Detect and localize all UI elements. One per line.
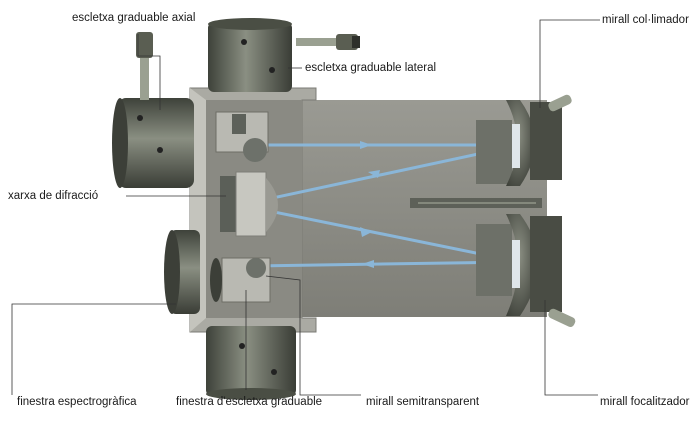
collimator-base	[476, 120, 512, 184]
axial-knob	[136, 32, 153, 58]
label-focusing-mirror: mirall focalitzador	[600, 396, 690, 408]
entrance-mirror-holder	[232, 114, 246, 134]
screw-hole-icon	[241, 39, 247, 45]
grating-holder	[220, 176, 240, 232]
lateral-knob-stem	[296, 38, 336, 46]
exit-optics	[210, 257, 271, 303]
exit-knob	[246, 258, 266, 278]
exit-slit-cylinder	[206, 326, 296, 400]
leader-lines	[11, 19, 600, 396]
beam-to-focusing	[239, 203, 521, 264]
beam-arrows	[360, 141, 380, 268]
entrance-knob	[243, 138, 267, 162]
collimator-mirror-assembly	[476, 94, 572, 186]
screw-hole-icon	[137, 115, 143, 121]
leader-axial	[137, 34, 161, 110]
diffraction-grating-mount	[220, 171, 278, 237]
arrow-icon	[368, 170, 380, 178]
leader-collimator	[539, 19, 600, 108]
label-spectrograph-window: finestra espectrogràfica	[17, 396, 137, 408]
label-collimator-mirror: mirall col·limador	[602, 14, 689, 26]
screw-hole-icon	[239, 343, 245, 349]
label-axial-slit: escletxa graduable axial	[72, 12, 196, 24]
grating-plate	[235, 171, 267, 237]
entrance-optics	[215, 111, 269, 162]
focusing-handle	[548, 308, 576, 327]
axial-slit-body	[118, 98, 194, 188]
leader-spectrograph	[11, 303, 176, 395]
axial-slit-cylinder	[112, 32, 194, 188]
focusing-mirror	[512, 240, 520, 288]
beam-to-grating	[239, 143, 521, 207]
label-diffraction-grating: xarxa de difracció	[8, 190, 99, 202]
lateral-slit-top	[208, 18, 292, 30]
focusing-base	[476, 224, 512, 296]
exit-window-face	[210, 258, 222, 302]
grating-curve	[266, 178, 278, 232]
arrow-icon	[362, 260, 374, 268]
arrow-icon	[360, 227, 372, 237]
focusing-housing	[530, 216, 562, 312]
label-exit-slit-window: finestra d'escletxa graduable	[176, 396, 323, 408]
spectrograph-window-cylinder	[164, 230, 200, 314]
label-semitransparent-mirror: mirall semitransparent	[366, 396, 480, 408]
lateral-slit-body	[208, 22, 292, 92]
arrow-icon	[360, 141, 372, 149]
collimator-disc	[506, 100, 535, 186]
spectrograph-window-face	[164, 230, 180, 314]
collimator-mirror	[512, 124, 520, 168]
screw-hole-icon	[157, 147, 163, 153]
collimator-housing	[530, 102, 562, 180]
screw-hole-icon	[271, 369, 277, 375]
leader-semitransparent	[265, 275, 361, 396]
exit-slit-body	[206, 326, 296, 396]
beam-exit	[249, 260, 521, 268]
collimator-handle	[548, 94, 572, 112]
baffle	[410, 198, 542, 208]
lateral-knob-cap	[352, 36, 360, 48]
axial-knob-stem	[140, 58, 149, 100]
focusing-mirror-assembly	[476, 214, 576, 327]
lateral-slit-cylinder	[208, 18, 360, 92]
axial-slit-face	[112, 98, 128, 188]
label-lateral-slit: escletxa graduable lateral	[305, 62, 437, 74]
exit-slit-bottom	[206, 388, 296, 400]
leader-focusing	[544, 300, 598, 396]
screw-hole-icon	[269, 67, 275, 73]
light-paths	[226, 132, 521, 288]
